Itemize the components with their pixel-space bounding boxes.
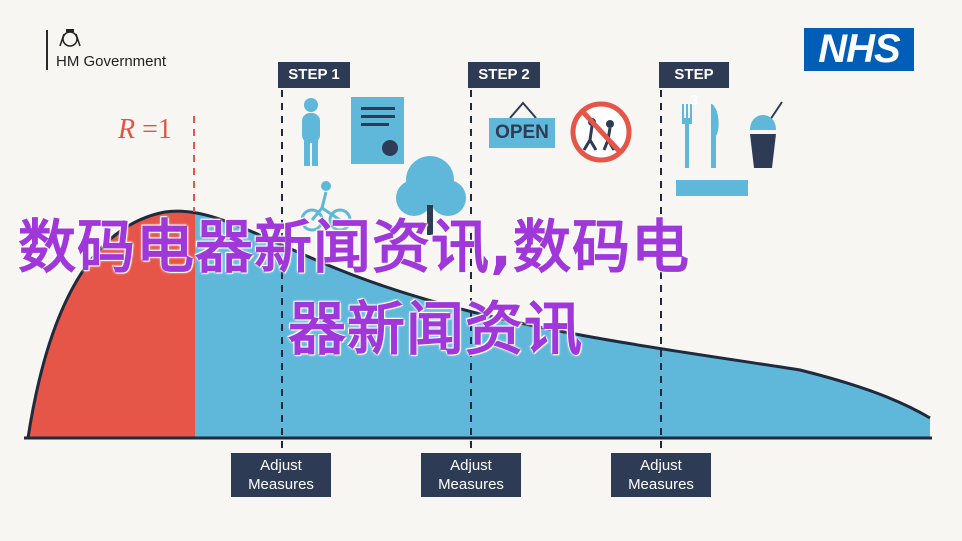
adjust-measures-2-line1: Adjust <box>450 457 492 474</box>
fork-icon <box>682 104 692 168</box>
takeaway-cup-icon <box>750 101 783 168</box>
cyclist-icon <box>300 181 352 232</box>
adjust-measures-1-line1: Adjust <box>260 457 302 474</box>
certificate-icon <box>351 97 404 164</box>
adjust-measures-2-line2: Measures <box>438 476 504 493</box>
no-children-sign-icon <box>570 101 632 163</box>
hm-government-logo: HM Government <box>46 28 166 72</box>
adjust-measures-3-line2: Measures <box>628 476 694 493</box>
tree-icon <box>396 156 466 235</box>
red-curve-area <box>28 210 195 438</box>
r-label: R =1 <box>118 114 172 146</box>
step-2-badge: STEP 2 <box>468 62 540 88</box>
nhs-logo: NHS <box>804 28 914 71</box>
open-sign-icon <box>489 101 555 148</box>
government-name: HM Government <box>56 52 167 70</box>
knife-icon <box>711 104 719 168</box>
curve-outline <box>26 209 931 439</box>
person-icon <box>302 98 320 166</box>
r-value: =1 <box>135 114 172 145</box>
ticket-icon <box>676 180 748 196</box>
r-symbol: R <box>118 114 136 145</box>
adjust-measures-1-line2: Measures <box>248 476 314 493</box>
step-1-badge: STEP 1 <box>278 62 350 88</box>
overlay-title-line2: 器新闻资讯 <box>288 295 584 363</box>
adjust-measures-2: Adjust Measures <box>421 453 521 497</box>
adjust-measures-3-line1: Adjust <box>640 457 682 474</box>
blue-curve-area <box>28 211 930 438</box>
adjust-measures-1: Adjust Measures <box>231 453 331 497</box>
overlay-title-line1: 数码电器新闻资讯,数码电 <box>18 213 691 281</box>
adjust-measures-3: Adjust Measures <box>611 453 711 497</box>
open-sign-text: OPEN <box>495 122 549 143</box>
crest-icon <box>59 29 81 47</box>
step-3-badge: STEP 3 <box>659 62 729 109</box>
logo-divider <box>46 30 48 70</box>
